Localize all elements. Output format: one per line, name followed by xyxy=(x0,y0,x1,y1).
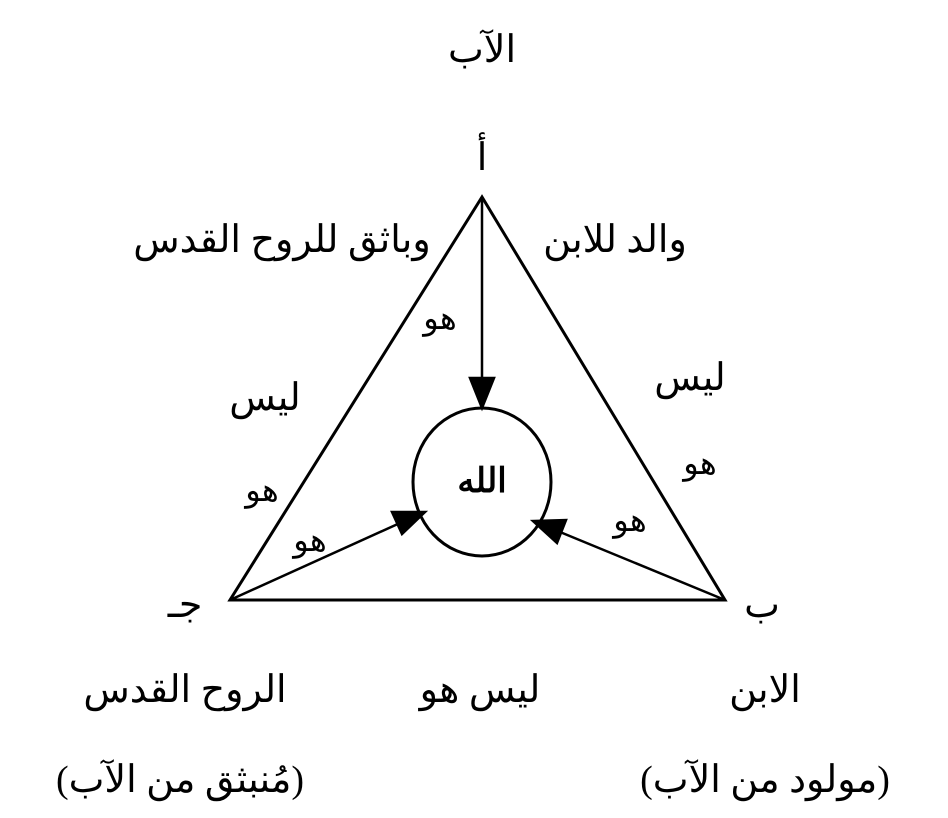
label-left-is: هو xyxy=(245,472,279,508)
center-label: الله xyxy=(457,463,507,500)
label-arrow-b: هو xyxy=(613,502,647,538)
arrowhead-a xyxy=(468,376,496,412)
arrowhead-b xyxy=(529,518,568,546)
vertex-b-name: الابن xyxy=(729,669,801,711)
vertex-c-name: الروح القدس xyxy=(83,669,287,711)
vertex-a-letter: أ xyxy=(476,137,488,179)
label-a-left: وباثق للروح القدس xyxy=(133,219,431,261)
vertex-c-note: (مُنبثق من الآب) xyxy=(55,759,305,801)
arrow-from-b xyxy=(559,530,726,602)
vertex-a-name: الآب xyxy=(447,29,517,71)
vertex-b-note: (مولود من الآب) xyxy=(640,759,890,801)
triangle xyxy=(227,194,728,602)
arrow-from-c xyxy=(229,521,401,602)
label-arrow-c: هو xyxy=(293,522,327,558)
label-right-is: هو xyxy=(683,445,717,481)
vertex-c-letter: جـ xyxy=(167,584,203,626)
vertex-b-letter: ب xyxy=(744,584,780,626)
label-right-not: ليس xyxy=(654,357,726,399)
label-bottom: ليس هو xyxy=(419,669,541,711)
label-arrow-a: هو xyxy=(423,300,457,336)
label-left-not: ليس xyxy=(229,377,301,419)
arrowhead-c xyxy=(390,510,429,537)
label-a-right: والد للابن xyxy=(543,219,687,261)
